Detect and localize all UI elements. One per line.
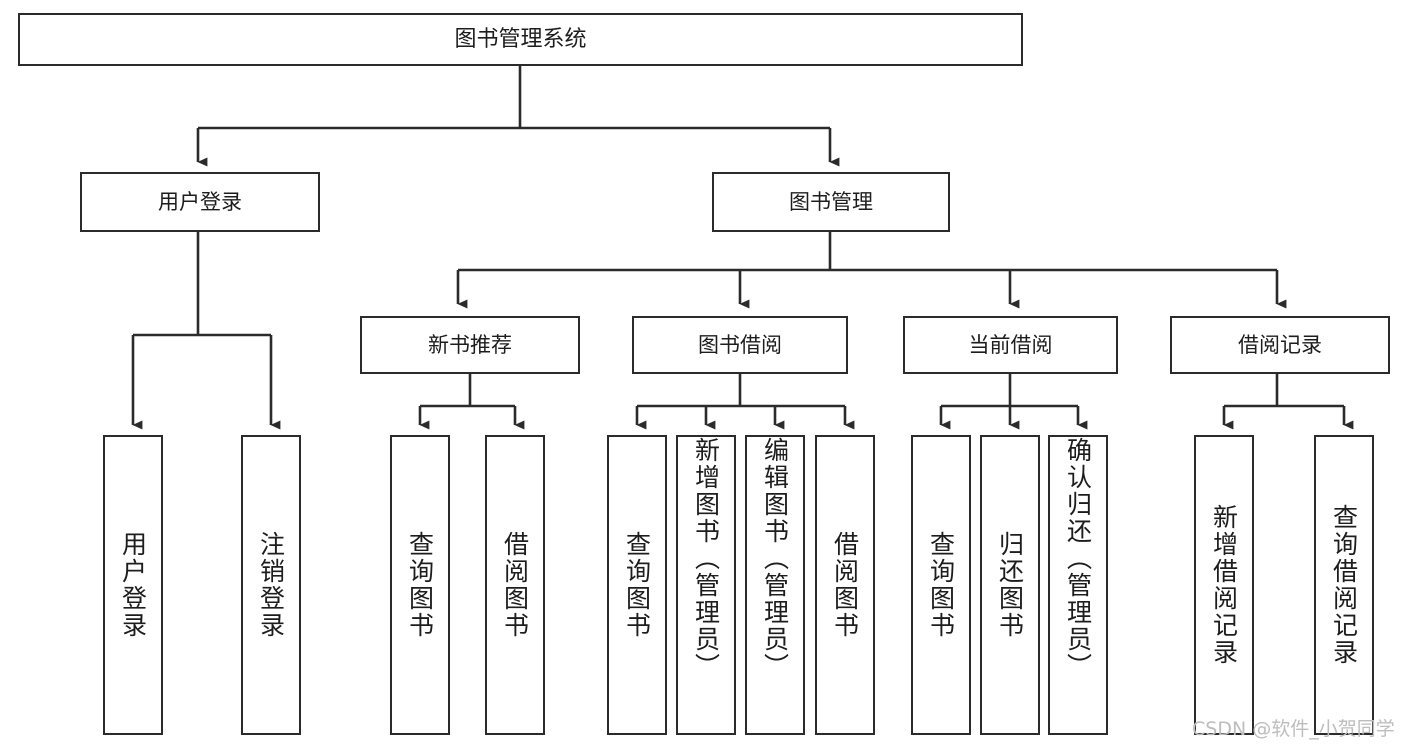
node-root-label: 图书管理系统 [454, 26, 587, 52]
node-book-manage-label: 图书管理 [789, 189, 873, 214]
node-book-borrow[interactable]: 图书借阅 [632, 316, 848, 374]
leaf-return-book[interactable]: 归还图书 [980, 435, 1040, 735]
leaf-query-book-1-label: 查询图书 [405, 531, 435, 639]
leaf-query-book-1[interactable]: 查询图书 [390, 435, 450, 735]
leaf-edit-book-admin-label: 编辑图书（管理员） [760, 437, 790, 680]
leaf-borrow-book-1[interactable]: 借阅图书 [485, 435, 545, 735]
leaf-confirm-return-admin[interactable]: 确认归还（管理员） [1048, 435, 1108, 735]
leaf-query-book-2-label: 查询图书 [622, 531, 652, 639]
leaf-edit-book-admin[interactable]: 编辑图书（管理员） [745, 435, 805, 735]
leaf-query-book-2[interactable]: 查询图书 [607, 435, 667, 735]
leaf-borrow-book-2-label: 借阅图书 [830, 531, 860, 639]
watermark-text: CSDN @软件_小贺同学 [1192, 718, 1395, 740]
node-new-book-recommend-label: 新书推荐 [428, 332, 512, 357]
node-root[interactable]: 图书管理系统 [18, 13, 1023, 66]
leaf-return-book-label: 归还图书 [995, 531, 1025, 639]
node-user-login[interactable]: 用户登录 [80, 172, 320, 232]
node-borrow-record-label: 借阅记录 [1238, 332, 1322, 357]
node-book-borrow-label: 图书借阅 [698, 332, 782, 357]
leaf-query-book-3-label: 查询图书 [926, 531, 956, 639]
leaf-add-book-admin[interactable]: 新增图书（管理员） [676, 435, 736, 735]
leaf-query-borrow-record[interactable]: 查询借阅记录 [1314, 435, 1374, 735]
leaf-query-book-3[interactable]: 查询图书 [911, 435, 971, 735]
leaf-logout-login[interactable]: 注销登录 [241, 435, 301, 735]
node-current-borrow-label: 当前借阅 [968, 332, 1053, 357]
node-borrow-record[interactable]: 借阅记录 [1170, 316, 1390, 374]
node-user-login-label: 用户登录 [158, 189, 242, 214]
leaf-add-book-admin-label: 新增图书（管理员） [691, 437, 721, 680]
leaf-user-login[interactable]: 用户登录 [103, 435, 163, 735]
node-book-manage[interactable]: 图书管理 [712, 172, 950, 232]
node-new-book-recommend[interactable]: 新书推荐 [360, 316, 580, 374]
leaf-borrow-book-2[interactable]: 借阅图书 [815, 435, 875, 735]
leaf-borrow-book-1-label: 借阅图书 [500, 531, 530, 639]
leaf-add-borrow-record-label: 新增借阅记录 [1209, 504, 1239, 666]
leaf-logout-login-label: 注销登录 [256, 531, 286, 639]
leaf-query-borrow-record-label: 查询借阅记录 [1329, 504, 1359, 666]
leaf-add-borrow-record[interactable]: 新增借阅记录 [1194, 435, 1254, 735]
leaf-confirm-return-admin-label: 确认归还（管理员） [1063, 437, 1093, 680]
node-current-borrow[interactable]: 当前借阅 [903, 316, 1118, 374]
leaf-user-login-label: 用户登录 [118, 531, 148, 639]
